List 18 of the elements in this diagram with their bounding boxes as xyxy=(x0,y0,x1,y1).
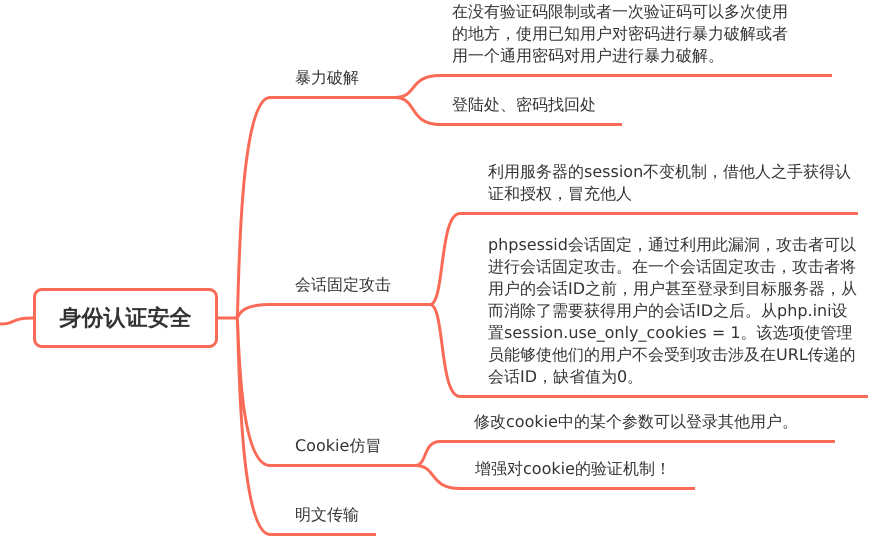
connector-line xyxy=(414,440,440,467)
connector-line xyxy=(394,96,440,126)
connector-line xyxy=(218,316,271,536)
branch-topic: 会话固定攻击 xyxy=(270,272,430,306)
branch-topic: 修改cookie中的某个参数可以登录其他用户。 xyxy=(440,409,835,443)
branch-topic: phpsessid会话固定，通过利用此漏洞，攻击者可以进行会话固定攻击。在一个会话固定攻击，攻击者将用户的会话ID之前，用户甚至登录到目标服务器，从而消除了需要获得用户的会话ID之后。从php.ini设置session.use_only_cookies = 1。该选项使管理员能够使他们的用户不会受到攻击涉及在URL传递的会话ID，缺省值为0。 xyxy=(460,224,868,398)
branch-topic: 明文传输 xyxy=(270,502,376,536)
branch-topic: 登陆处、密码找回处 xyxy=(440,94,622,126)
connector-line xyxy=(414,464,460,490)
branch-topic: 暴力破解 xyxy=(270,66,395,99)
branch-topic: 增强对cookie的验证机制！ xyxy=(460,456,695,490)
connector-line xyxy=(429,303,461,398)
connector-line xyxy=(0,316,34,326)
branch-topic: Cookie仿冒 xyxy=(270,432,415,467)
branch-topic: 在没有验证码限制或者一次验证码可以多次使用的地方，使用已知用户对密码进行暴力破解或者用一个通用密码对用户进行暴力破解。 xyxy=(440,0,832,77)
branch-topic: 利用服务器的session不变机制，借他人之手获得认证和授权，冒充他人 xyxy=(460,156,858,215)
central-topic-box: 身份认证安全 xyxy=(33,288,218,348)
connector-line xyxy=(429,212,461,306)
